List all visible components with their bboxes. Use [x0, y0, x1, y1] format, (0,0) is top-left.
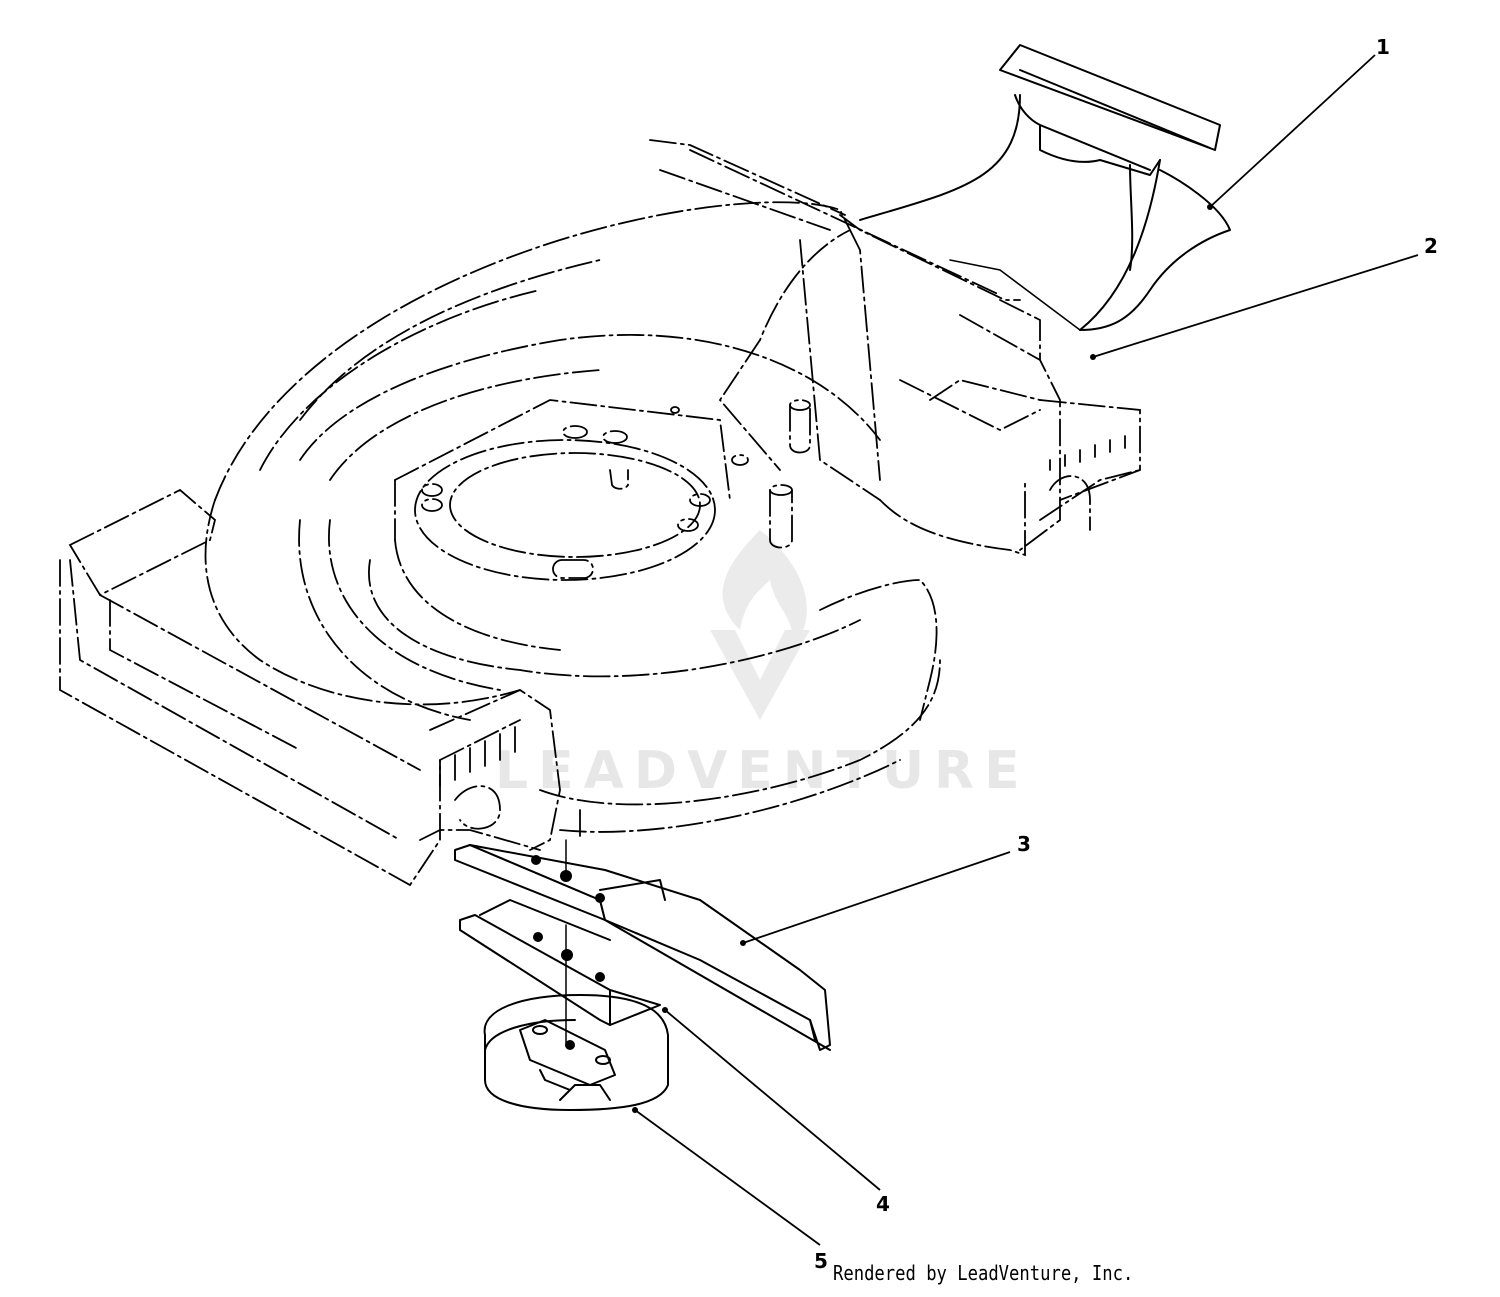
stiffener-hole [533, 932, 543, 942]
leader-lines [632, 54, 1419, 1246]
watermark-logo-icon [710, 530, 810, 720]
stiffener-hole [561, 949, 573, 961]
blade-hole [595, 893, 605, 903]
stiffener-hole [595, 972, 605, 982]
watermark-text: LEADVENTURE [495, 741, 1030, 801]
callout-4: 4 [876, 1192, 890, 1216]
callout-1: 1 [1376, 35, 1390, 59]
credit-text: Rendered by LeadVenture, Inc. [833, 1261, 1134, 1285]
callout-2: 2 [1424, 234, 1438, 258]
blade-adapter [483, 994, 669, 1111]
mower-deck-housing [59, 139, 1141, 887]
callout-5: 5 [814, 1249, 828, 1273]
callout-3: 3 [1017, 832, 1031, 856]
blade [454, 844, 831, 1051]
watermark: LEADVENTURE [495, 530, 1030, 801]
blade-hole [531, 855, 541, 865]
discharge-chute [859, 44, 1231, 331]
